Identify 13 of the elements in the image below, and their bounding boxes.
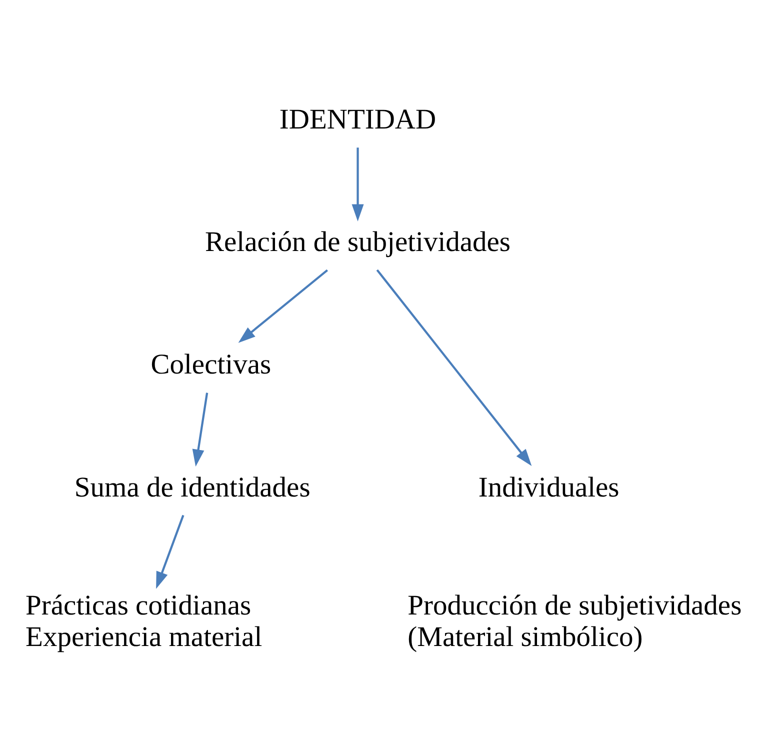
arrow [156,514,184,589]
node-text: IDENTIDAD [279,104,436,136]
node-text: Relación de subjetividades [205,227,511,258]
arrow [238,269,328,343]
arrow [352,148,364,222]
label: Producción de subjetividades [408,590,742,622]
node-text: Suma de identidades [74,472,310,504]
node-text: Individuales [478,472,620,504]
arrow [376,269,532,466]
label: (Material simbólico) [408,622,643,654]
node-text: Prácticas cotidianas Experiencia material [26,590,262,654]
arrow [192,392,208,467]
node-text: Colectivas [150,350,272,381]
